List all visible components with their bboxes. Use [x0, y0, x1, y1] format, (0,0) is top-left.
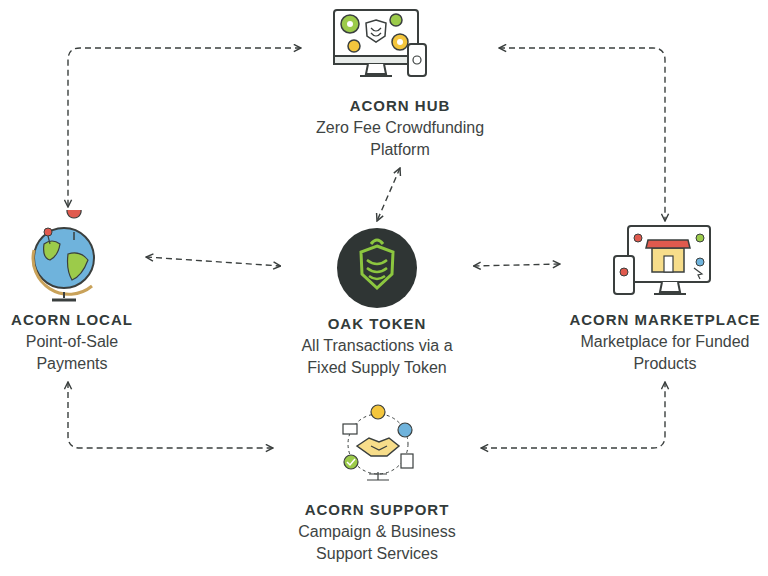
ecosystem-node: ACORN MARKETPLACEMarketplace for Funded …: [565, 226, 765, 377]
node-heading: OAK TOKEN: [288, 314, 467, 334]
node-description: Zero Fee Crowdfunding Platform: [310, 117, 490, 161]
node-description: Marketplace for Funded Products: [575, 331, 755, 375]
hub-monitor-icon: [330, 6, 430, 84]
node-description: All Transactions via a Fixed Supply Toke…: [290, 335, 465, 379]
node-heading: ACORN MARKETPLACE: [567, 310, 763, 330]
ecosystem-node: ACORN LOCALPoint-of-Sale Payments: [3, 212, 141, 377]
ecosystem-node: ACORN HUBZero Fee Crowdfunding Platform: [306, 8, 494, 163]
support-handshake-icon: [337, 402, 419, 488]
oak-token-icon: [335, 226, 419, 310]
dashed-connector: [68, 382, 273, 448]
dashed-connector: [499, 48, 665, 221]
node-description: Point-of-Sale Payments: [7, 331, 137, 375]
dashed-connector: [481, 382, 665, 448]
marketplace-monitor-icon: [612, 224, 714, 300]
node-heading: ACORN HUB: [308, 96, 492, 116]
dashed-connector: [68, 48, 301, 207]
dashed-connector: [377, 168, 400, 221]
globe-icon: [22, 210, 114, 302]
ecosystem-node: ACORN SUPPORTCampaign & Business Support…: [278, 404, 476, 567]
node-heading: ACORN SUPPORT: [280, 500, 474, 520]
node-heading: ACORN LOCAL: [5, 310, 139, 330]
node-description: Campaign & Business Support Services: [282, 521, 472, 565]
ecosystem-node: OAK TOKENAll Transactions via a Fixed Su…: [286, 226, 469, 381]
dashed-connector: [474, 264, 561, 266]
dashed-connector: [146, 257, 281, 266]
